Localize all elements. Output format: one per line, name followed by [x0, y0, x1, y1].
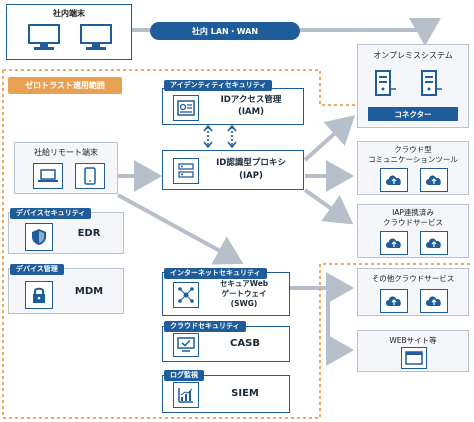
- other-cloud-box: その他クラウドサービス: [357, 268, 469, 316]
- iam-label-line1: IDアクセス管理: [220, 95, 282, 105]
- iap-label-line2: (IAP): [239, 171, 263, 181]
- cloud-comm-line2: コミュニケーションツール: [368, 155, 458, 164]
- arrow-iap-to-onprem: [303, 115, 355, 162]
- cloud-icon: [420, 289, 448, 313]
- iap-box: ID認識型プロキシ (IAP): [162, 150, 304, 190]
- connector-label: コネクター: [394, 109, 432, 119]
- mdm-box: MDM: [8, 268, 124, 314]
- desktop-computer-icon: [28, 24, 60, 50]
- cloud-security-tag: クラウドセキュリティ: [164, 321, 246, 332]
- cloud-comm-line1: クラウド型: [394, 145, 432, 154]
- cloud-icon: [420, 168, 448, 192]
- iap-cloud-line2: クラウドサービス: [383, 218, 443, 227]
- cloud-icon: [380, 289, 408, 313]
- siem-label: SIEM: [231, 388, 259, 399]
- proxy-server-icon: [173, 158, 199, 184]
- zero-trust-label: ゼロトラスト適用範囲: [8, 77, 122, 94]
- server-icon: [421, 70, 442, 96]
- laptop-icon: [33, 163, 63, 189]
- iap-cloud-line1: IAP連携済み: [392, 208, 434, 217]
- lan-wan-label: 社内 LAN・WAN: [191, 26, 259, 36]
- swg-label-line2: ゲートウェイ: [221, 289, 267, 298]
- other-cloud-title: その他クラウドサービス: [371, 274, 455, 283]
- shield-icon: [25, 223, 53, 251]
- websites-box: WEBサイト等: [357, 330, 469, 372]
- iam-label-line2: (IAM): [238, 107, 264, 117]
- onprem-title: オンプレミスシステム: [373, 51, 453, 60]
- cloud-icon: [420, 231, 448, 255]
- lock-icon: [25, 281, 53, 309]
- iam-box: IDアクセス管理 (IAM): [162, 88, 304, 125]
- iap-label-line1: ID認識型プロキシ: [216, 158, 286, 168]
- edr-label: EDR: [77, 228, 101, 239]
- chart-monitor-icon: [173, 382, 199, 408]
- remote-terminal-title: 社給リモート端末: [34, 148, 98, 157]
- log-monitoring-tag: ログ監視: [164, 370, 204, 381]
- cloud-icon: [380, 231, 408, 255]
- edr-box: EDR: [8, 212, 124, 254]
- arrow-swg-to-web: [326, 288, 354, 366]
- lan-wan-bar: 社内 LAN・WAN: [150, 22, 300, 40]
- arrow-iap-to-iapcloud: [303, 188, 354, 225]
- casb-label: CASB: [230, 338, 260, 349]
- swg-label-line1: セキュアWeb: [219, 279, 269, 288]
- iap-cloud-box: IAP連携済み クラウドサービス: [357, 204, 469, 258]
- cloud-comm-box: クラウド型 コミュニケーションツール: [357, 141, 469, 195]
- lan-line-right: [300, 18, 441, 46]
- network-hub-icon: [173, 282, 199, 308]
- casb-box: CASB: [162, 326, 290, 362]
- office-terminal-title: 社内端末: [53, 9, 85, 18]
- device-security-tag: デバイスセキュリティ: [10, 208, 92, 219]
- internet-security-tag: インターネットセキュリティ: [164, 268, 267, 279]
- arrow-remote-to-swg: [117, 193, 244, 265]
- websites-title: WEBサイト等: [389, 336, 437, 345]
- siem-box: SIEM: [162, 375, 290, 413]
- desktop-computer-icon: [80, 24, 112, 50]
- server-icon: [375, 70, 396, 96]
- monitor-check-icon: [173, 333, 199, 357]
- cloud-icon: [380, 168, 408, 192]
- swg-label-line3: (SWG): [230, 299, 258, 308]
- onprem-system-box: オンプレミスシステム コネクター: [357, 44, 469, 128]
- office-terminal-box: 社内端末: [6, 4, 132, 60]
- mdm-label: MDM: [74, 286, 104, 297]
- remote-terminal-box: 社給リモート端末: [14, 142, 118, 194]
- identity-security-tag: アイデンティティセキュリティ: [164, 80, 273, 91]
- browser-window-icon: [401, 347, 427, 369]
- device-management-tag: デバイス管理: [10, 264, 64, 275]
- zero-trust-title: ゼロトラスト適用範囲: [25, 81, 105, 90]
- tablet-icon: [75, 163, 105, 189]
- connector-bar: コネクター: [368, 107, 458, 121]
- id-scan-icon: [173, 95, 199, 121]
